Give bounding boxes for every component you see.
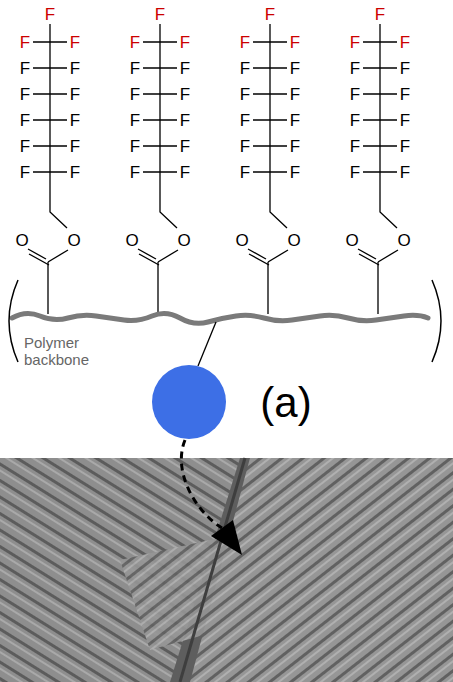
side-chain: [248, 24, 288, 314]
atom-label: O: [15, 232, 28, 249]
atom-label: F: [20, 34, 30, 51]
atom-label: F: [130, 34, 140, 51]
atom-label: F: [70, 112, 80, 129]
atom-label: F: [130, 112, 140, 129]
atom-label: F: [350, 60, 360, 77]
atom-label: F: [290, 86, 300, 103]
atom-label: F: [350, 164, 360, 181]
atom-label: F: [180, 86, 190, 103]
bracket: [432, 280, 441, 362]
atom-label: F: [290, 138, 300, 155]
atom-label: F: [20, 86, 30, 103]
atom-label: F: [290, 112, 300, 129]
side-chain: [358, 24, 398, 314]
atom-label: O: [125, 232, 138, 249]
atom-label: O: [177, 232, 190, 249]
atom-label: F: [240, 112, 250, 129]
atom-label: F: [350, 86, 360, 103]
bracket: [9, 280, 18, 362]
atom-label: F: [180, 164, 190, 181]
atom-label: F: [290, 60, 300, 77]
atom-label: F: [20, 138, 30, 155]
side-chain: [138, 24, 178, 314]
atom-label: F: [240, 34, 250, 51]
atom-label: O: [67, 232, 80, 249]
atom-label: F: [70, 34, 80, 51]
tether-line: [198, 322, 216, 366]
atom-label: F: [240, 86, 250, 103]
atom-label: F: [130, 60, 140, 77]
atom-label: F: [20, 60, 30, 77]
atom-label: F: [180, 138, 190, 155]
atom-label: F: [400, 86, 410, 103]
atom-label: F: [180, 60, 190, 77]
atom-label: F: [130, 164, 140, 181]
atom-label: F: [70, 60, 80, 77]
atom-label: F: [240, 60, 250, 77]
atom-label: F: [180, 34, 190, 51]
atom-label: F: [180, 112, 190, 129]
side-chain: [28, 24, 68, 314]
panel-label: (a): [260, 382, 311, 424]
atom-label: O: [235, 232, 248, 249]
atom-label: F: [70, 164, 80, 181]
atom-label: F: [350, 112, 360, 129]
sem-image: [0, 458, 453, 682]
atom-label: F: [70, 86, 80, 103]
atom-label: F: [290, 34, 300, 51]
atom-label: O: [345, 232, 358, 249]
atom-label: F: [400, 60, 410, 77]
atom-label: F: [155, 6, 165, 23]
atom-label: F: [20, 112, 30, 129]
atom-label: F: [290, 164, 300, 181]
atom-label: F: [350, 138, 360, 155]
atom-label: F: [265, 6, 275, 23]
dashed-arrow: [181, 440, 222, 528]
arrowhead: [211, 520, 242, 555]
particle: [152, 365, 226, 439]
atom-label: F: [400, 112, 410, 129]
atom-label: O: [287, 232, 300, 249]
atom-label: F: [240, 164, 250, 181]
atom-label: F: [130, 138, 140, 155]
atom-label: F: [400, 138, 410, 155]
polymer-backbone: [12, 313, 428, 323]
atom-label: F: [45, 6, 55, 23]
atom-label: O: [397, 232, 410, 249]
atom-label: F: [240, 138, 250, 155]
atom-label: F: [20, 164, 30, 181]
atom-label: F: [375, 6, 385, 23]
atom-label: F: [70, 138, 80, 155]
atom-label: F: [130, 86, 140, 103]
atom-label: F: [350, 34, 360, 51]
atom-label: F: [400, 164, 410, 181]
backbone-label: Polymer backbone: [24, 334, 100, 369]
atom-label: F: [400, 34, 410, 51]
